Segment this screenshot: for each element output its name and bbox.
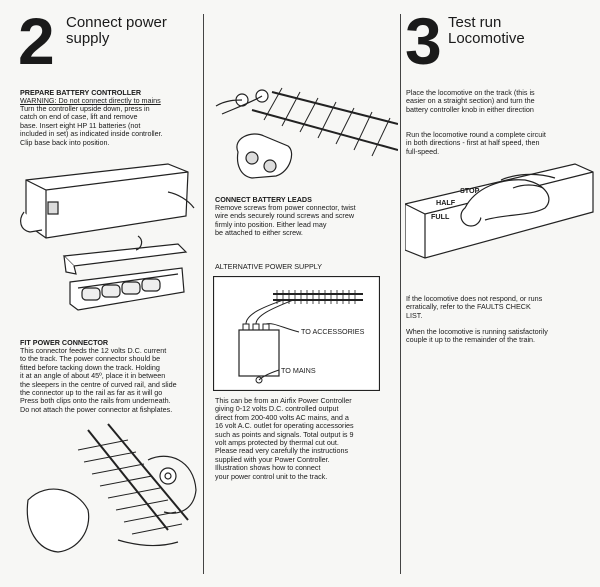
label-to-mains: TO MAINS <box>281 366 316 375</box>
knob-label-full: FULL <box>431 212 450 221</box>
connector-instructions: This connector feeds the 12 volts D.C. c… <box>20 346 177 414</box>
battery-leads-illustration <box>215 87 398 179</box>
leads-instructions: Remove screws from power connector, twis… <box>215 203 356 238</box>
battery-instructions: Turn the controller upside down, press i… <box>20 104 163 147</box>
couple-instructions: When the locomotive is running satisfact… <box>406 327 548 345</box>
power-connector-illustration <box>26 423 197 553</box>
knob-label-half: HALF <box>436 198 456 207</box>
step-2-title: Connect power supply <box>66 14 167 47</box>
step-3-number: 3 <box>405 4 442 78</box>
step-2-number: 2 <box>18 4 55 78</box>
column-divider-left <box>203 14 204 574</box>
label-to-accessories: TO ACCESSORIES <box>301 327 365 336</box>
alternative-heading: ALTERNATIVE POWER SUPPLY <box>215 262 323 271</box>
alternative-supply-diagram <box>213 276 380 391</box>
battery-controller-illustration <box>20 163 195 311</box>
column-divider-right <box>400 14 401 574</box>
leads-heading: CONNECT BATTERY LEADS <box>215 195 312 204</box>
alternative-instructions: This can be from an Airfix Power Control… <box>215 396 354 481</box>
test-run-instructions: Run the locomotive round a complete circ… <box>406 130 546 156</box>
knob-label-stop: STOP <box>460 186 480 195</box>
connector-heading: FIT POWER CONNECTOR <box>20 338 109 347</box>
faults-instructions: If the locomotive does not respond, or r… <box>406 294 543 320</box>
step-3-title: Test run Locomotive <box>448 14 525 47</box>
battery-warning: WARNING: Do not connect directly to main… <box>20 96 161 105</box>
test-run-intro: Place the locomotive on the track (this … <box>406 88 535 114</box>
battery-heading: PREPARE BATTERY CONTROLLER <box>20 88 142 97</box>
controller-knob-illustration <box>405 163 594 259</box>
